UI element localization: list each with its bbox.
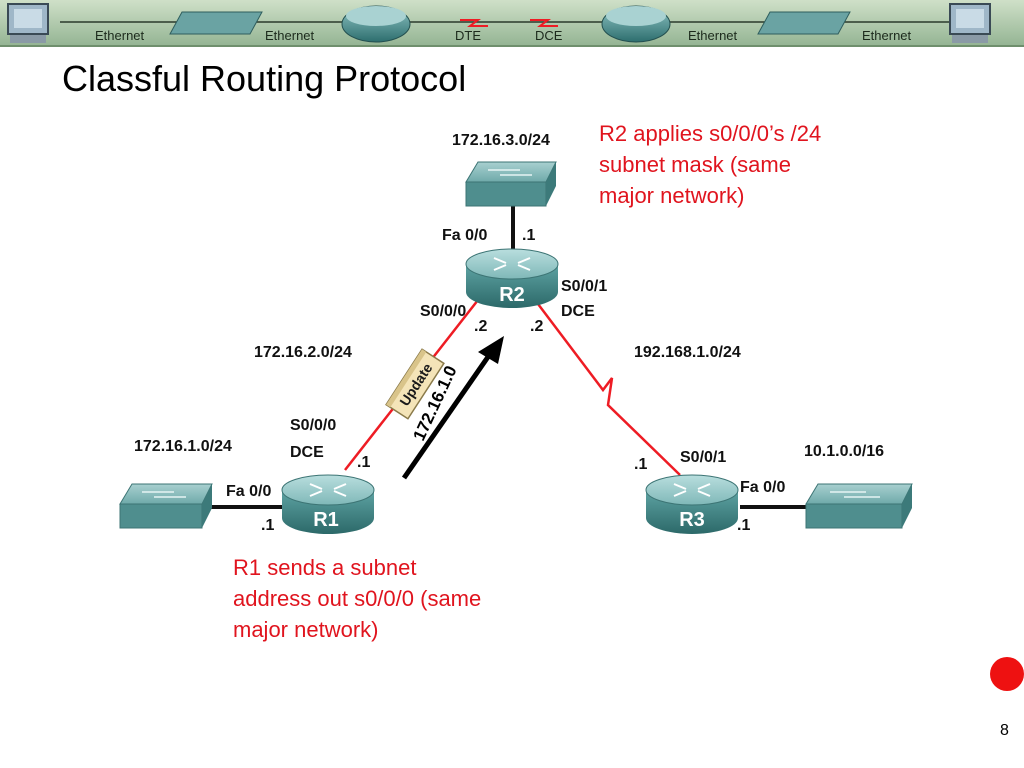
record-indicator-dot[interactable] — [990, 657, 1024, 691]
pc-icon — [949, 3, 991, 43]
r1-annotation-line: major network) — [233, 617, 379, 642]
router-r2-label: R2 — [499, 284, 525, 306]
r2-annotation: R2 applies s0/0/0’s /24 subnet mask (sam… — [599, 118, 821, 211]
banner-label: Ethernet — [265, 28, 315, 43]
interface-label-r1-fa00: Fa 0/0 — [226, 483, 272, 500]
host-label-r2-fa00: .1 — [522, 227, 536, 244]
host-label-r1-s000: .1 — [357, 454, 371, 471]
host-label-r1-fa00: .1 — [261, 517, 275, 534]
r1-annotation-line: address out s0/0/0 (same — [233, 586, 482, 611]
route-update-arrow — [401, 336, 504, 480]
router-r1: R1 — [281, 474, 375, 534]
r2-annotation-line: R2 applies s0/0/0’s /24 — [599, 121, 822, 146]
r2-annotation-line: subnet mask (same — [599, 152, 791, 177]
host-label-r2-s000: .2 — [474, 318, 488, 335]
switch-r1-lan — [119, 483, 213, 529]
r1-annotation-line: R1 sends a subnet — [233, 555, 417, 580]
router-r1-label: R1 — [313, 509, 339, 531]
pc-icon — [7, 3, 49, 43]
r2-annotation-line: major network) — [599, 183, 745, 208]
banner-label: Ethernet — [688, 28, 738, 43]
update-packet: Update — [385, 348, 445, 420]
interface-label-r1-s000: S0/0/0 — [290, 417, 337, 434]
switch-r2-lan — [465, 161, 557, 207]
host-label-r3-s001: .1 — [634, 456, 648, 473]
host-label-r2-s001: .2 — [530, 318, 544, 335]
page-number: 8 — [1000, 722, 1009, 739]
interface-label-r3-s001: S0/0/1 — [680, 449, 727, 466]
serial-link-r2-r3 — [534, 299, 681, 476]
banner-label: DCE — [535, 28, 563, 43]
dce-label-r1: DCE — [290, 444, 324, 461]
slide-title: Classful Routing Protocol — [62, 58, 467, 99]
banner-label: DTE — [455, 28, 481, 43]
router-r3: R3 — [645, 474, 739, 534]
router-r3-label: R3 — [679, 509, 705, 531]
dce-label-r2: DCE — [561, 303, 595, 320]
switch-icon — [169, 11, 263, 35]
network-label-r3-lan: 10.1.0.0/16 — [804, 443, 885, 460]
switch-icon — [757, 11, 851, 35]
router-icon — [341, 5, 411, 43]
r1-annotation: R1 sends a subnet address out s0/0/0 (sa… — [233, 552, 481, 645]
topology-banner: Ethernet Ethernet DTE DCE Ethernet Ether… — [0, 0, 1024, 47]
interface-label-r2-s001: S0/0/1 — [561, 278, 608, 295]
host-label-r3-fa00: .1 — [737, 517, 751, 534]
banner-label: Ethernet — [95, 28, 145, 43]
network-label-r2-lan: 172.16.3.0/24 — [452, 132, 550, 149]
interface-label-r3-fa00: Fa 0/0 — [740, 479, 786, 496]
interface-label-r2-s000: S0/0/0 — [420, 303, 467, 320]
router-r2: R2 — [465, 248, 559, 308]
banner-label: Ethernet — [862, 28, 912, 43]
switch-r3-lan — [805, 483, 913, 529]
network-label-r1-r2: 172.16.2.0/24 — [254, 344, 352, 361]
network-label-r2-r3: 192.168.1.0/24 — [634, 344, 741, 361]
interface-label-r2-fa00: Fa 0/0 — [442, 227, 488, 244]
router-icon — [601, 5, 671, 43]
network-label-r1-lan: 172.16.1.0/24 — [134, 438, 232, 455]
